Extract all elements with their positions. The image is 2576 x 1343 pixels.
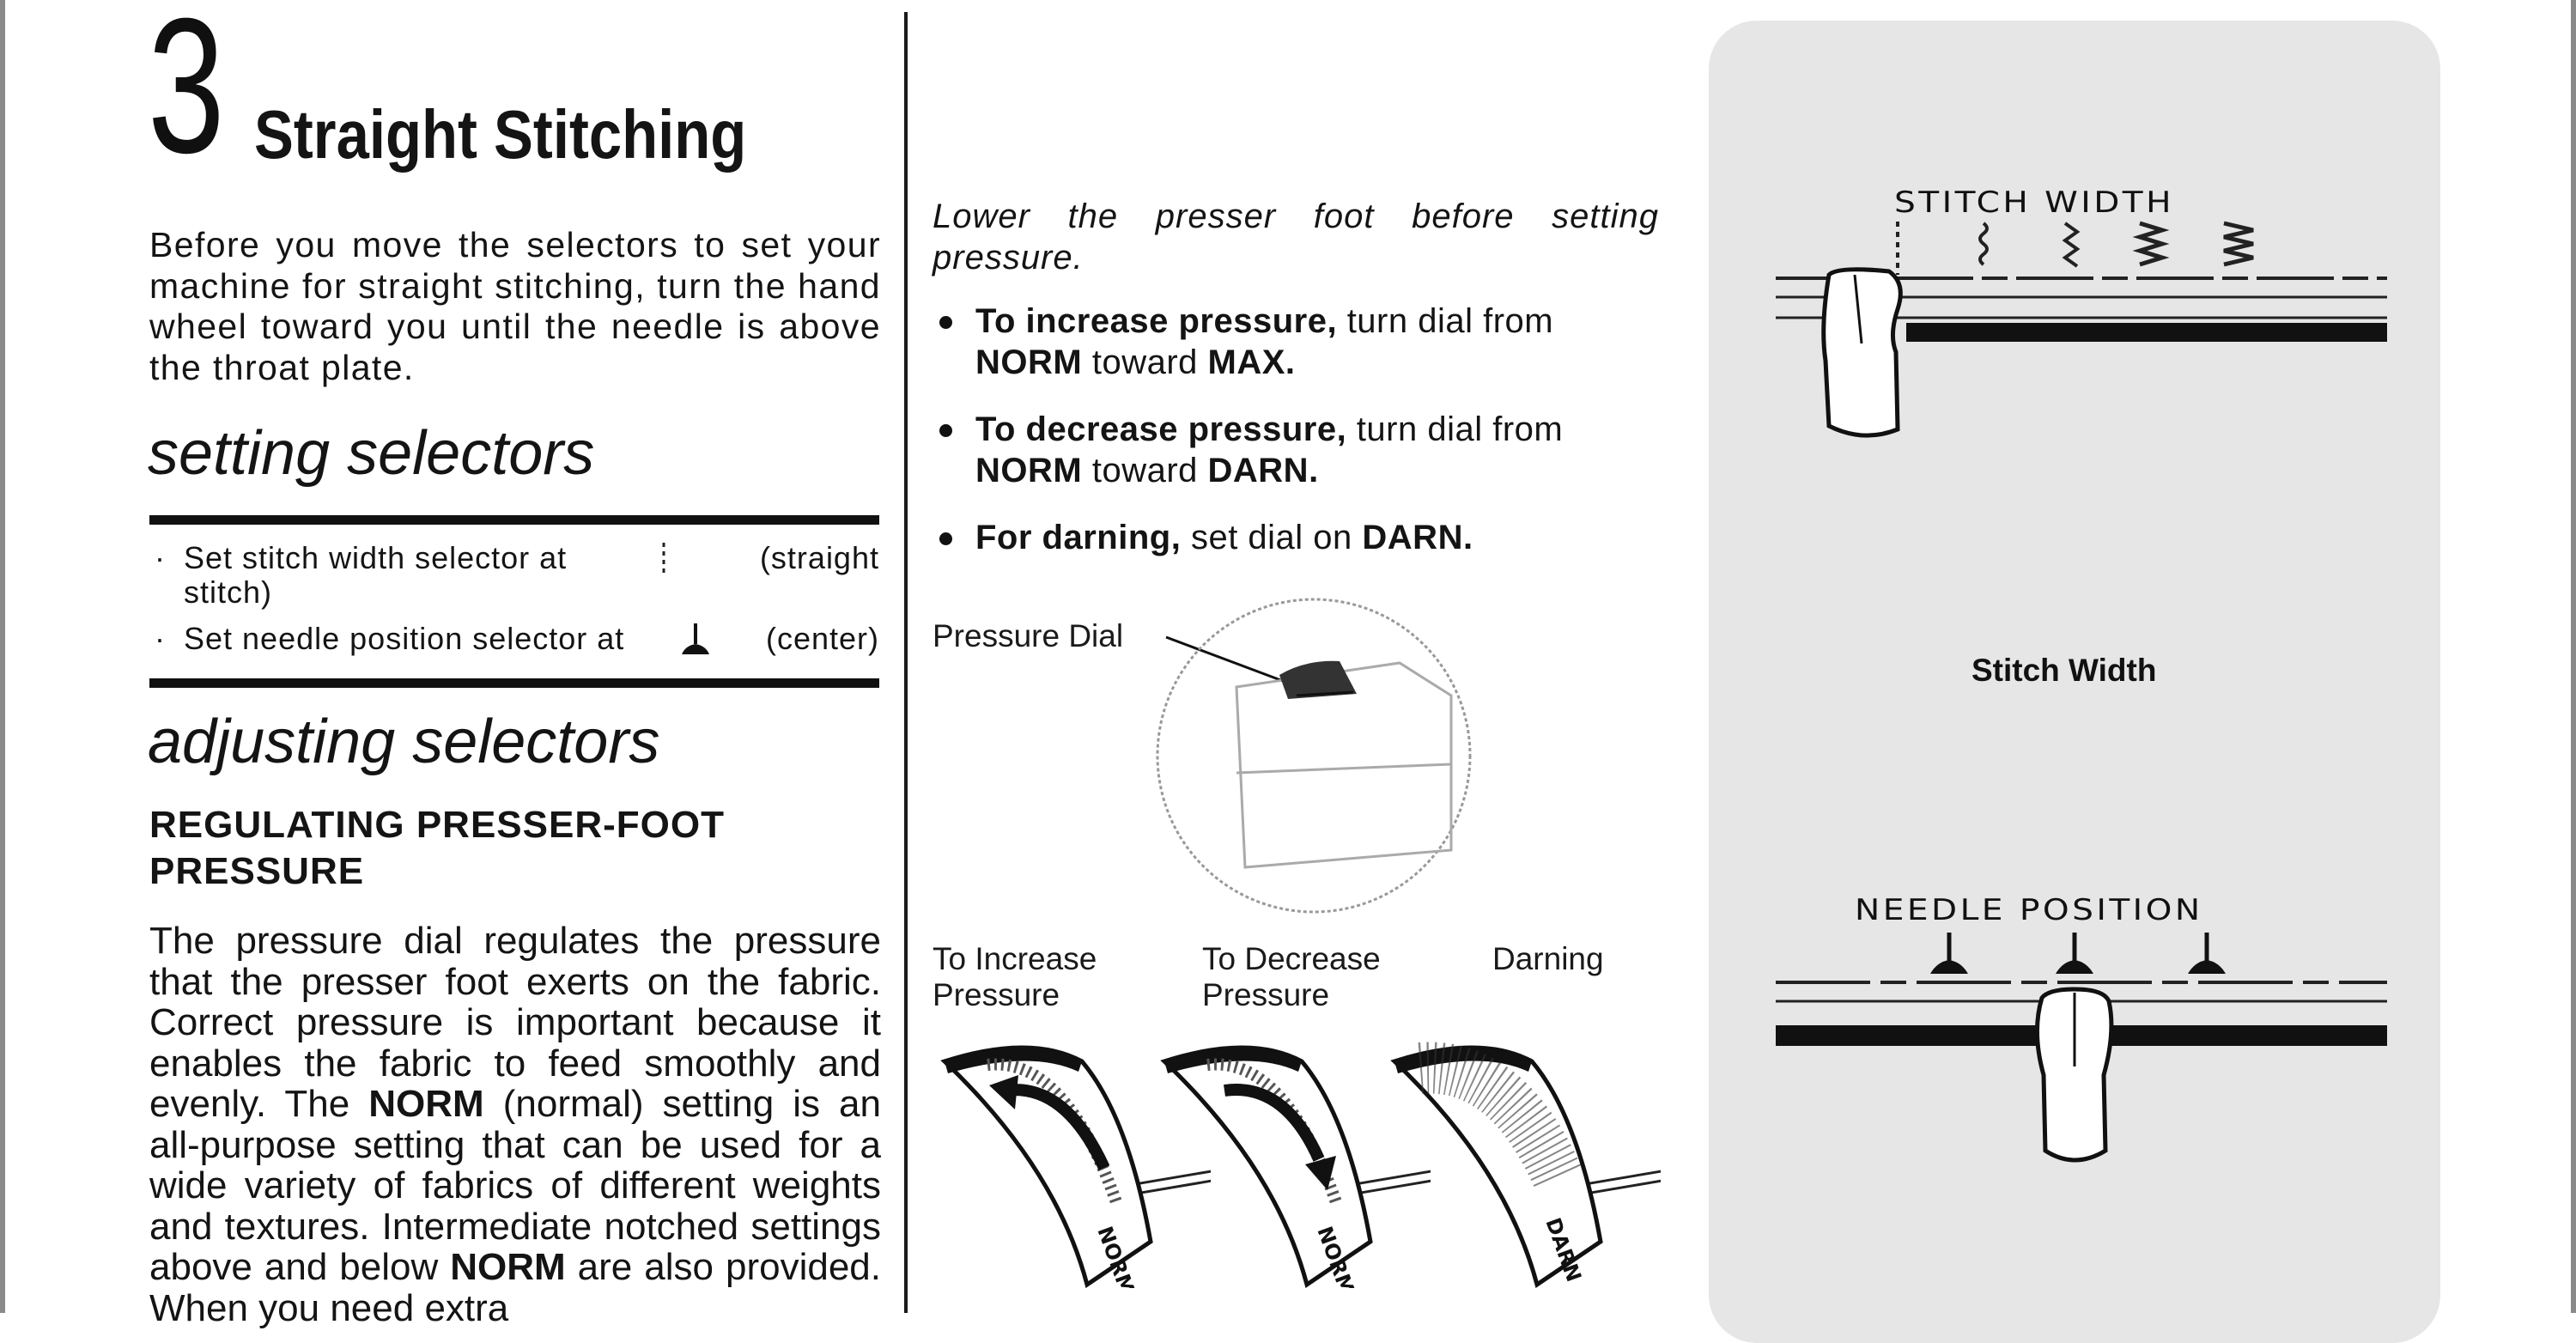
adjusting-selectors-heading: adjusting selectors — [148, 708, 660, 776]
stitch-width-illustration — [1776, 221, 2387, 438]
pressure-bullets: To increase pressure, turn dial from NOR… — [933, 301, 1659, 584]
list-item: · Set stitch width selector at (straight… — [149, 541, 879, 610]
needle-center-icon — [2056, 933, 2093, 974]
item-text: Set stitch width selector at — [184, 540, 568, 575]
stitch-width-diagram-title: STITCH WIDTH — [1894, 185, 2174, 220]
item-text: Set needle position selector at — [184, 621, 625, 656]
darning-dial-figure: DARN — [1390, 1042, 1661, 1288]
page-edge-left — [0, 0, 5, 1313]
list-item: For darning, set dial on DARN. — [933, 517, 1659, 558]
rule-top — [149, 515, 879, 525]
needle-left-icon — [1930, 933, 1968, 974]
pressure-dial-illustration — [1156, 598, 1472, 914]
intro-paragraph: Before you move the selectors to set you… — [149, 225, 881, 387]
list-item: To increase pressure, turn dial from NOR… — [933, 301, 1659, 383]
straight-stitch-icon — [662, 543, 665, 574]
page-edge-right — [2571, 0, 2576, 1313]
needle-position-illustration — [1776, 933, 2387, 1163]
chapter-number: 3 — [148, 0, 225, 193]
item-suffix: (straight — [759, 540, 879, 575]
list-item: To decrease pressure, turn dial from NOR… — [933, 409, 1659, 491]
item-suffix: (center) — [765, 621, 879, 656]
pressure-subheading: REGULATING PRESSER-FOOT PRESSURE — [149, 804, 725, 892]
decrease-caption: To Decrease Pressure — [1202, 941, 1381, 1012]
increase-caption: To Increase Pressure — [933, 941, 1097, 1012]
decrease-dial-figure: NORM — [1160, 1045, 1431, 1288]
darning-caption: Darning — [1492, 941, 1604, 976]
needle-right-icon — [2188, 933, 2226, 974]
selector-list: · Set stitch width selector at (straight… — [149, 541, 879, 656]
needle-position-diagram-title: NEEDLE POSITION — [1855, 893, 2203, 927]
item-continuation: stitch) — [184, 574, 273, 610]
pressure-paragraph: The pressure dial regulates the pressure… — [149, 920, 881, 1329]
lower-foot-note: Lower the presser foot before setting pr… — [933, 198, 1659, 276]
increase-dial-figure: NORM — [940, 1045, 1211, 1288]
bullet-dot: · — [155, 540, 166, 575]
pressure-dial-label: Pressure Dial — [933, 618, 1124, 653]
setting-selectors-heading: setting selectors — [148, 419, 595, 488]
center-needle-icon — [681, 623, 709, 654]
rule-bottom — [149, 678, 879, 688]
list-item: · Set needle position selector at (cente… — [149, 622, 879, 656]
bullet-dot: · — [155, 621, 166, 656]
column-divider — [904, 12, 908, 1313]
chapter-title: Straight Stitching — [254, 95, 747, 173]
stitch-width-caption: Stitch Width — [1971, 653, 2157, 688]
